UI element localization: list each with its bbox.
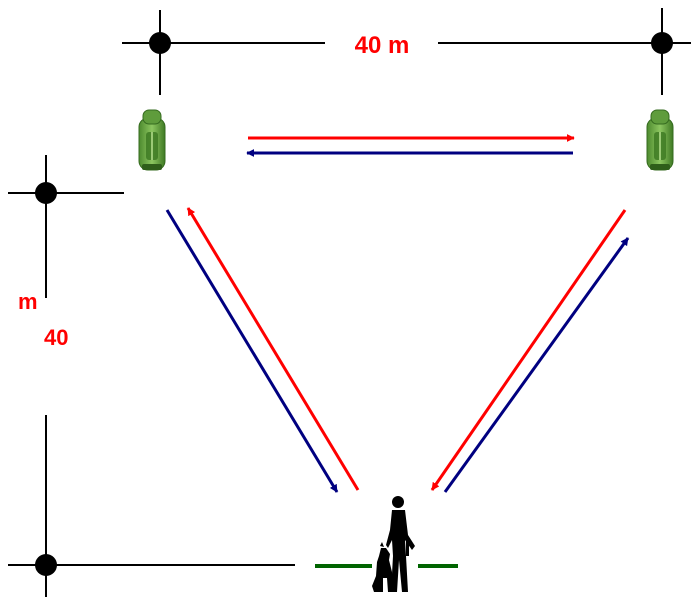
left-distance-value-label: 40 bbox=[44, 325, 68, 350]
arrow-right-return bbox=[443, 237, 630, 493]
top-left-node bbox=[149, 32, 171, 54]
top-dimension: 40 m bbox=[122, 8, 691, 95]
left-dimension: m 40 bbox=[8, 155, 295, 597]
arrow-right-outbound bbox=[430, 209, 627, 491]
person-icon bbox=[386, 496, 415, 592]
left-backpack-icon bbox=[138, 109, 166, 171]
left-upper-node bbox=[35, 182, 57, 204]
start-area bbox=[315, 496, 458, 592]
top-distance-label: 40 m bbox=[355, 32, 410, 59]
top-right-node bbox=[651, 32, 673, 54]
left-distance-unit-label: m bbox=[18, 289, 38, 314]
route-arrows bbox=[165, 134, 630, 493]
left-lower-node bbox=[35, 554, 57, 576]
arrow-left-outbound bbox=[165, 209, 339, 493]
arrow-left-return bbox=[186, 207, 360, 491]
dog-icon bbox=[372, 542, 392, 592]
right-backpack-icon bbox=[646, 109, 674, 171]
